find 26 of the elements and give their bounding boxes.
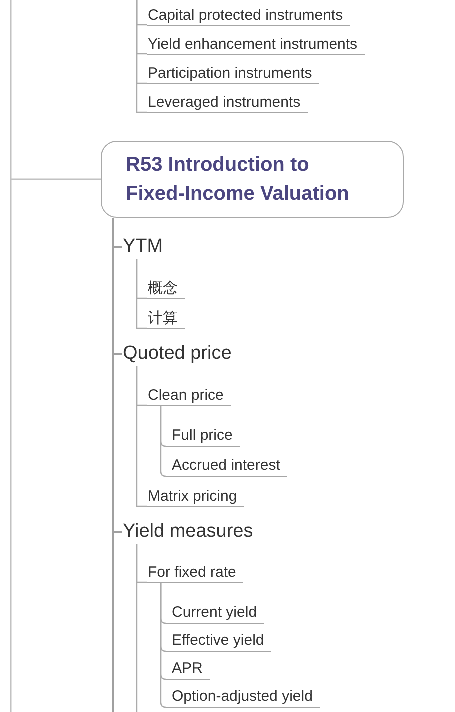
subtopic: Effective yield: [166, 630, 272, 652]
central-topic-box: R53 Introduction to Fixed-Income Valuation: [101, 141, 404, 218]
subtopic: Participation instruments: [147, 65, 320, 84]
subtopic: APR: [166, 658, 210, 680]
subtopic: 计算: [147, 310, 185, 329]
subtopic: For fixed rate: [147, 564, 244, 583]
connector-line: [10, 0, 101, 180]
subtopic: Accrued interest: [166, 455, 288, 477]
connector-line: [136, 366, 147, 508]
connector-line: [136, 259, 147, 330]
topic-label: Yield measures: [122, 520, 256, 544]
subtopic: Yield enhancement instruments: [147, 36, 365, 54]
connector-line: [160, 583, 167, 708]
subtopic: Capital protected instruments: [147, 6, 350, 26]
topic-label: YTM: [122, 235, 166, 259]
subtopic: Clean price: [147, 387, 231, 406]
subtopic: Full price: [166, 425, 240, 447]
subtopic: Current yield: [166, 602, 264, 624]
subtopic: 概念: [147, 280, 185, 299]
connector-line: [136, 0, 147, 114]
connector-line: [136, 544, 138, 712]
subtopic: Leveraged instruments: [147, 94, 308, 113]
subtopic: Option-adjusted yield: [166, 686, 320, 708]
connector-line: [160, 406, 167, 478]
subtopic: Matrix pricing: [147, 488, 244, 507]
topic-label: Quoted price: [122, 342, 234, 366]
